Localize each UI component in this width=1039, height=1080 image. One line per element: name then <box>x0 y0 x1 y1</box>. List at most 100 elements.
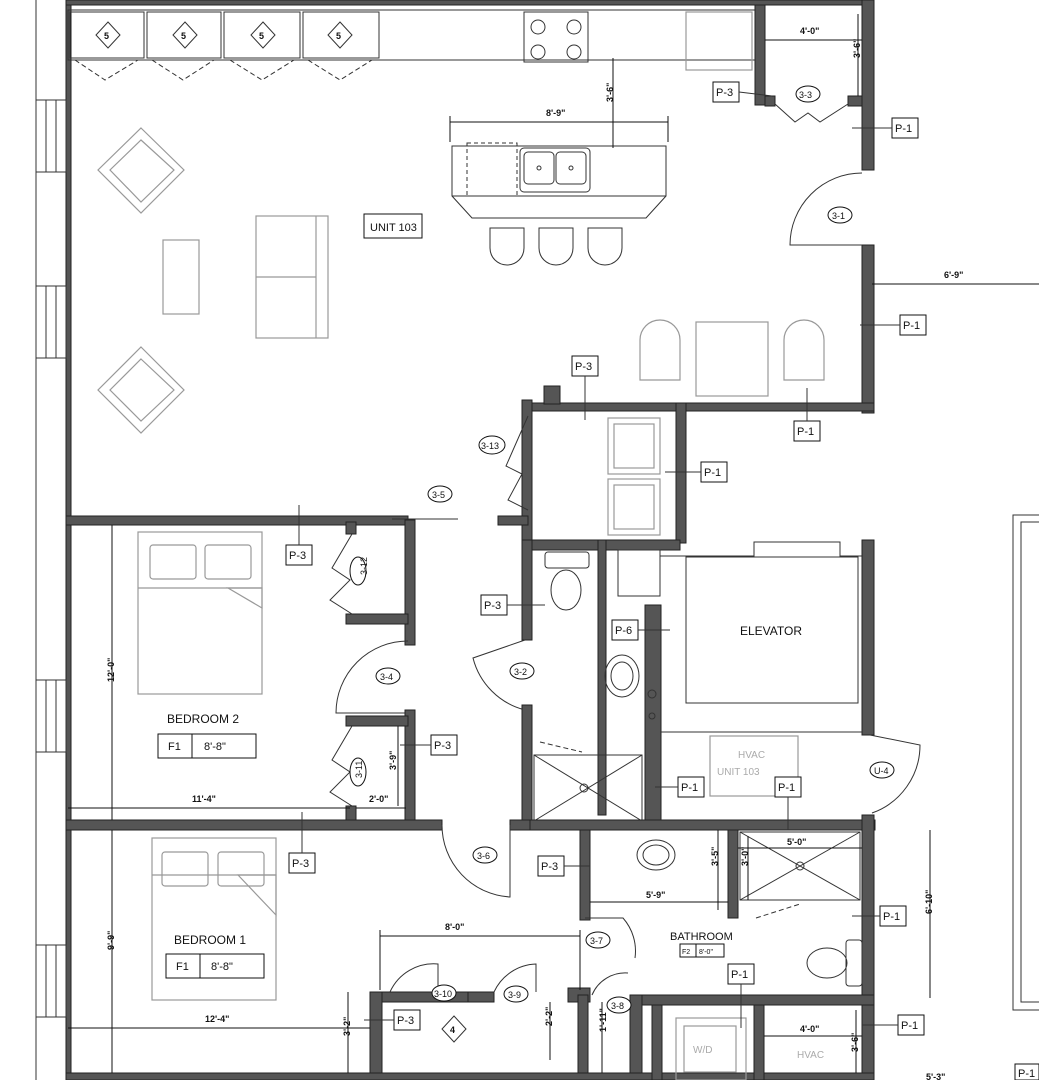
bedroom1-finish-tag: F1 8'-8" <box>165 953 265 979</box>
windows <box>35 99 67 1018</box>
kitchen-counter <box>67 9 759 61</box>
bath-fixtures <box>533 549 661 822</box>
svg-text:3-5: 3-5 <box>432 490 445 500</box>
exterior-wall-west <box>65 0 72 521</box>
svg-text:5: 5 <box>181 31 186 41</box>
svg-text:8'-8": 8'-8" <box>204 741 226 753</box>
svg-text:P-1: P-1 <box>895 123 912 135</box>
svg-text:3'-6": 3'-6" <box>852 39 862 58</box>
svg-text:1'-11": 1'-11" <box>598 1008 608 1032</box>
svg-text:11'-4": 11'-4" <box>192 794 216 804</box>
svg-text:5'-0": 5'-0" <box>787 837 806 847</box>
cabinet-tag-5: 5 5 5 5 <box>95 21 353 49</box>
kitchen-island <box>451 142 667 266</box>
svg-text:2'-0": 2'-0" <box>369 794 388 804</box>
svg-text:12'-0": 12'-0" <box>106 658 116 682</box>
svg-text:5: 5 <box>336 31 341 41</box>
door-tags: 3-3 3-1 3-13 3-5 3-12 3-4 3-2 3-11 U-4 3… <box>349 85 895 1014</box>
svg-text:5: 5 <box>104 31 109 41</box>
hvac-small-label: HVAC <box>797 1050 824 1061</box>
svg-text:5'-9": 5'-9" <box>646 890 665 900</box>
svg-text:3'-6": 3'-6" <box>605 83 615 102</box>
svg-text:3-9: 3-9 <box>508 990 521 1000</box>
svg-text:9'-9": 9'-9" <box>106 931 116 950</box>
unit-label: UNIT 103 <box>363 213 423 239</box>
partition-tags: P-3 P-1 P-1 P-3 P-1 P-1 P-3 P-3 P-6 P-3 … <box>285 81 1039 1080</box>
svg-text:3-7: 3-7 <box>590 936 603 946</box>
svg-text:4: 4 <box>450 1025 455 1035</box>
svg-text:3-1: 3-1 <box>832 211 845 221</box>
svg-text:3-8: 3-8 <box>611 1001 624 1011</box>
elevator-label: ELEVATOR <box>740 624 802 638</box>
washer-dryer <box>607 417 661 536</box>
bathroom-fixtures <box>636 829 863 987</box>
svg-text:P-1: P-1 <box>883 911 900 923</box>
svg-text:8'-0": 8'-0" <box>445 922 464 932</box>
living-furniture <box>97 127 329 434</box>
elevator <box>660 539 875 736</box>
wd-label: W/D <box>693 1045 712 1056</box>
cabinet-tag-4 <box>441 1015 467 1043</box>
svg-text:F1: F1 <box>168 741 181 753</box>
bedroom1-label: BEDROOM 1 <box>174 933 246 947</box>
bedroom2-label: BEDROOM 2 <box>167 712 239 726</box>
closet-wall <box>754 4 766 106</box>
refrigerator <box>685 11 753 71</box>
svg-text:5'-3": 5'-3" <box>926 1072 945 1080</box>
svg-text:P-1: P-1 <box>1018 1068 1035 1080</box>
svg-text:3'-0": 3'-0" <box>740 847 750 866</box>
svg-text:P-6: P-6 <box>615 625 632 637</box>
bedroom-divider-wall <box>65 819 443 831</box>
bed-2 <box>137 531 263 695</box>
svg-text:P-1: P-1 <box>704 467 721 479</box>
svg-text:P-1: P-1 <box>731 969 748 981</box>
svg-text:3-10: 3-10 <box>434 989 452 999</box>
svg-text:8'-8": 8'-8" <box>211 961 233 973</box>
hvac-label: HVAC <box>738 750 765 761</box>
bed-1 <box>151 837 277 1001</box>
svg-text:3-13: 3-13 <box>481 441 499 451</box>
svg-text:F2: F2 <box>682 949 690 956</box>
hvac-unit <box>709 735 799 797</box>
svg-text:5: 5 <box>259 31 264 41</box>
bedroom2-finish-tag: F1 8'-8" <box>157 733 257 759</box>
svg-text:P-3: P-3 <box>484 600 501 612</box>
bedroom2-north-wall <box>65 515 409 526</box>
east-wall-mid <box>861 244 875 414</box>
svg-text:3-2: 3-2 <box>514 667 527 677</box>
svg-text:P-3: P-3 <box>292 858 309 870</box>
top-wall <box>65 0 875 6</box>
svg-text:F1: F1 <box>176 961 189 973</box>
svg-text:P-3: P-3 <box>541 861 558 873</box>
svg-text:P-3: P-3 <box>716 87 733 99</box>
svg-text:3-4: 3-4 <box>380 672 393 682</box>
svg-text:P-1: P-1 <box>797 426 814 438</box>
svg-text:P-3: P-3 <box>397 1015 414 1027</box>
svg-text:3-12: 3-12 <box>359 557 369 575</box>
exterior-wall-west-lower <box>65 519 72 1080</box>
upper-cabinets <box>69 11 380 81</box>
svg-text:3'-5": 3'-5" <box>710 847 720 866</box>
svg-text:3-11: 3-11 <box>354 761 364 778</box>
hvac-unit-label: UNIT 103 <box>717 767 760 778</box>
range-stove <box>523 11 589 63</box>
svg-text:P-3: P-3 <box>289 550 306 562</box>
svg-text:2'-2": 2'-2" <box>544 1007 554 1026</box>
svg-text:6'-9": 6'-9" <box>944 270 963 280</box>
svg-text:4'-0": 4'-0" <box>800 26 819 36</box>
svg-text:P-3: P-3 <box>434 740 451 752</box>
dining-south-wall <box>524 402 875 412</box>
svg-text:P-1: P-1 <box>901 1020 918 1032</box>
dimensions: 4'-0" 3'-6" 8'-9" 3'-6" 6'-9" 12'-0" 11'… <box>68 14 1039 1080</box>
bathroom-finish-tag: F2 8'-0" <box>679 943 725 958</box>
svg-text:3-6: 3-6 <box>477 851 490 861</box>
svg-text:P-1: P-1 <box>778 782 795 794</box>
svg-text:12'-4": 12'-4" <box>205 1014 229 1024</box>
svg-text:3'-6": 3'-6" <box>850 1033 860 1052</box>
svg-text:3'-9": 3'-9" <box>388 751 398 770</box>
east-wall-upper <box>861 0 875 171</box>
svg-text:3-3: 3-3 <box>799 90 812 100</box>
svg-text:6'-10": 6'-10" <box>924 890 934 914</box>
svg-text:P-1: P-1 <box>681 782 698 794</box>
